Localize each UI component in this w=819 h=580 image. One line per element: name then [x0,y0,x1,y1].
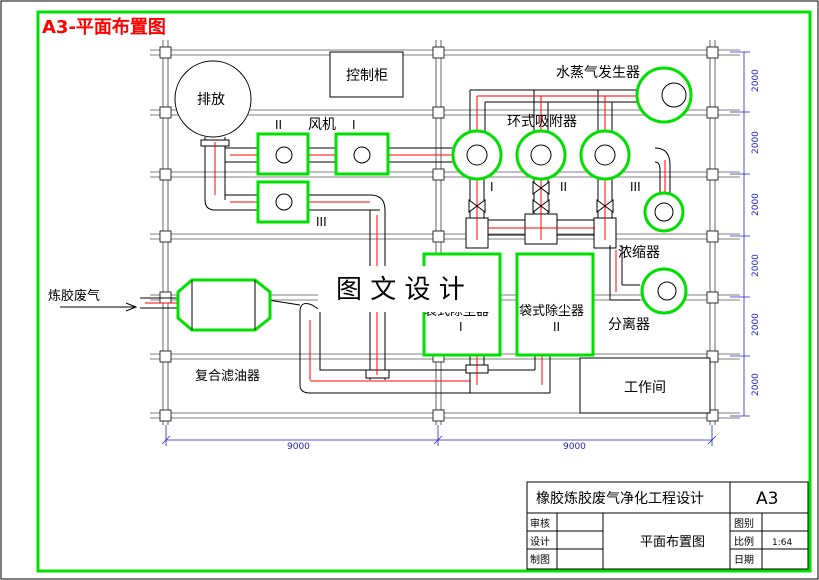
separator [640,267,688,315]
inlet-gas-label: 炼胶废气 [48,288,100,304]
adsorber-i [451,129,503,181]
steam-generator-label: 水蒸气发生器 [556,65,640,81]
control-cabinet [329,51,404,98]
workroom [579,357,711,414]
adsorber-ii [515,129,567,181]
exhaust-stack [174,60,252,138]
right-dimensions [730,51,750,417]
drawing-frame [36,10,812,573]
title-block [526,481,809,570]
exhaust-label: 排放 [197,92,225,108]
composite-oil-filter [176,278,272,332]
fan-iii-label: III [316,215,327,229]
title-block-review: 审核 [530,517,550,530]
title-block-scale-value: 1:64 [772,538,792,548]
workroom-label: 工作间 [624,380,666,396]
sheet-title: A3-平面布置图 [42,16,166,38]
condenser [643,191,685,233]
ring-adsorber-label: 环式吸附器 [507,114,577,130]
bag-filter-ii-roman: II [553,320,560,334]
title-block-draft: 制图 [530,553,550,566]
condenser-label: 浓缩器 [618,245,660,261]
adsorber-iii [579,129,631,181]
fan-group [257,133,389,223]
bag-filter-ii [515,252,595,357]
right-dimension-labels: 2000 2000 2000 2000 2000 2000 [751,69,761,396]
dim-vertical-3: 2000 [751,193,761,216]
fan-i-label: I [352,118,356,132]
title-block-drawing: 平面布置图 [640,535,705,550]
bag-filter-ii-label: 袋式除尘器 [519,304,584,319]
control-cabinet-label: 控制柜 [346,68,388,84]
dim-vertical-2: 2000 [751,131,761,154]
title-block-project: 橡胶炼胶废气净化工程设计 [536,490,704,507]
adsorber-i-label: I [490,180,494,194]
dim-vertical-1: 2000 [751,69,761,92]
separator-label: 分离器 [608,316,650,333]
dim-vertical-4: 2000 [751,254,761,277]
inlet-arrow-head [125,302,138,312]
fan-ii-label: II [275,118,282,132]
dim-vertical-6: 2000 [751,373,761,396]
fan-label: 风机 [308,117,336,133]
ring-adsorbers [451,129,631,181]
title-block-sheet-no: 图别 [734,518,754,530]
title-block-date: 日期 [734,554,754,566]
watermark: 图 文 设 计 [336,275,465,305]
adsorber-ii-label: II [560,180,567,194]
title-block-design: 设计 [530,535,550,548]
valves [468,181,614,213]
dim-vertical-5: 2000 [751,313,761,336]
watermark-backdrop [318,266,498,312]
fan-highlights [256,132,390,224]
composite-filter-label: 复合滤油器 [195,369,260,384]
dim-horizontal-1: 9000 [287,442,310,452]
title-block-scale-label: 比例 [734,535,754,548]
bag-filter-i-roman: I [459,320,463,334]
adsorber-iii-label: III [630,180,641,194]
title-block-size: A3 [756,489,778,509]
dim-horizontal-2: 9000 [563,442,586,452]
bottom-dimensions [161,425,717,446]
